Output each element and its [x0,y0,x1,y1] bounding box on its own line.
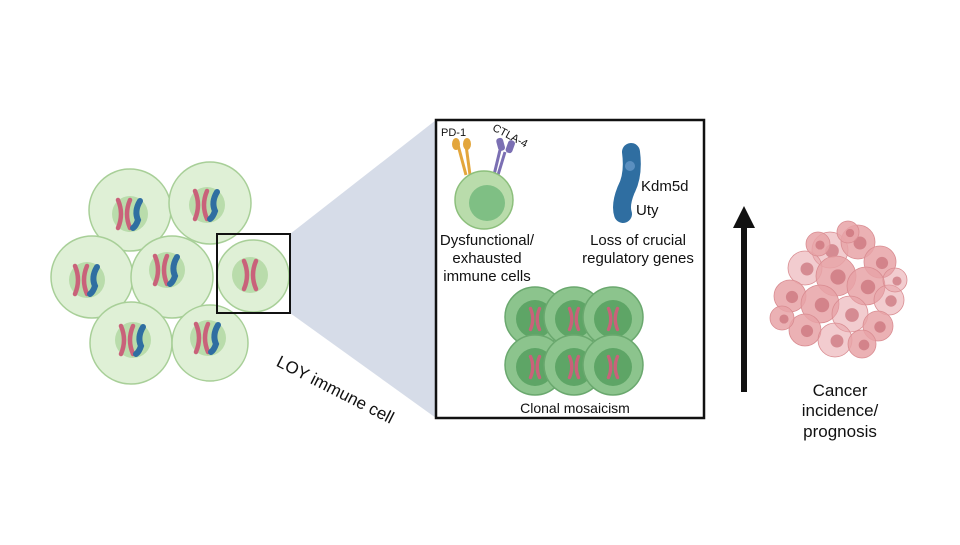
clonal-mosaicism-cells [504,286,644,396]
gene-loss-caption: Loss of crucial regulatory genes [580,232,696,268]
caption-line: regulatory genes [582,250,694,267]
tumor-cell [836,220,860,244]
tumor-cell [787,250,823,286]
zoom-box [216,233,291,314]
tumor-cell [882,267,908,293]
tumor-cell [805,231,831,257]
tumor-cell [773,279,807,313]
caption-line: incidence/ [801,401,879,421]
pd1-label: PD-1 [441,127,467,139]
zoom-wedge [290,120,436,418]
ctla4-receptor [492,137,515,176]
cell [89,301,173,385]
tumor-cell [817,322,853,358]
exhausted-immune-cell [452,137,515,230]
clonal-cell [582,286,644,348]
pd1-receptor [452,138,472,176]
caption-line: Loss of crucial [590,232,686,249]
kdm5d-gene-label: Kdm5d [641,178,689,195]
tumor-cell [873,284,905,316]
tumor-cell [769,305,795,331]
cancer-caption: Cancer incidence/ prognosis [785,381,895,442]
cell [130,235,214,319]
loy-cell [216,239,290,313]
caption-line: Cancer [812,381,868,400]
caption-line: exhausted [452,250,522,267]
upward-arrow [733,206,755,392]
cell [168,161,252,245]
clonal-mosaicism-caption: Clonal mosaicism [520,400,630,416]
cell-cluster [50,161,291,385]
caption-line: Dysfunctional/ [439,232,535,249]
caption-line: prognosis [803,421,877,441]
uty-gene-label: Uty [636,202,659,219]
tumor-cluster [769,220,908,359]
cell [88,168,172,252]
exhausted-cells-caption: Dysfunctional/ exhausted immune cells [432,232,542,286]
clonal-cell [582,334,644,396]
tumor-cell [831,295,869,333]
cell [171,304,249,382]
y-chromosome-large [613,143,641,223]
caption-line: immune cells [443,268,531,285]
tumor-cell [847,329,877,359]
